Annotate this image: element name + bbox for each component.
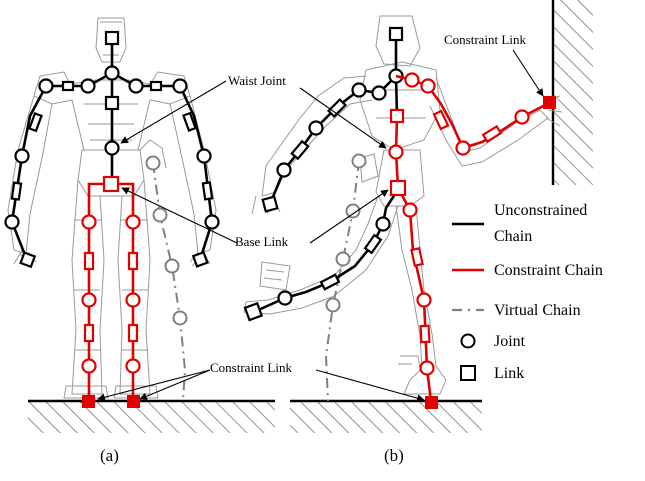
virtual-joint [345,203,361,219]
annotations-b [299,49,544,402]
constraint-chain-a [81,175,141,408]
panel-b [243,0,593,433]
constraint-joint [404,72,420,88]
base-link-b [389,179,407,197]
legend-link-icon [460,365,476,381]
constraint-joint [514,109,530,125]
joint [371,85,387,101]
virtual-joint [164,258,180,274]
waist-joint-label: Waist Joint [228,73,286,88]
legend-joint-icon [460,333,476,349]
base-link-a [102,175,120,193]
link [290,139,310,161]
joint [276,162,292,178]
constraint-link-segment [127,323,139,343]
constraint-joint [388,144,404,160]
constraint-joint [416,292,432,308]
link [388,26,404,42]
constraint-link-foot [82,395,95,408]
wall-b [551,0,593,185]
link [243,301,264,322]
constraint-link-segment [419,324,431,344]
constraint-joint [125,214,141,230]
joint [351,82,367,98]
constraint-link-segment [83,323,95,343]
unconstrained-chain-b [243,26,404,322]
link [19,251,37,269]
virtual-chain-a [145,155,188,402]
joint [104,140,120,156]
legend-joint-label: Joint [494,333,526,350]
constraint-joint [419,360,435,376]
constraint-link-foot [127,395,140,408]
virtual-joint [172,310,188,326]
joint [80,78,96,94]
joint [308,120,324,136]
joint [375,216,391,232]
virtual-joint [351,153,367,169]
link [261,195,279,213]
constraint-link-label-b: Constraint Link [444,32,526,47]
constraint-joint [81,214,97,230]
ground-b [290,399,482,433]
joint [172,78,188,94]
constraint-joint [125,358,141,374]
link [201,181,214,201]
link [28,112,43,133]
joint [204,214,220,230]
constraint-link-segment [481,124,503,144]
legend: Unconstrained Chain Constraint Chain Vir… [452,202,603,382]
constraint-joint [81,292,97,308]
panel-b-caption: (b) [384,446,404,465]
link [149,80,163,92]
legend-constraint-label: Constraint Chain [494,262,603,279]
legend-unconstrained-label-2: Chain [494,228,532,245]
constraint-link-segment [432,109,450,131]
constraint-joint [455,140,471,156]
constraint-link-label-a: Constraint Link [210,360,292,375]
joint [128,78,144,94]
link [61,80,75,92]
constraint-joint [81,358,97,374]
virtual-chain-b [324,153,367,402]
link [191,250,209,268]
joint [38,78,54,94]
panel-a [4,17,275,433]
constraint-link-segment [410,247,424,267]
virtual-joint [152,207,168,223]
link [104,95,120,111]
joint [104,65,120,81]
constraint-chain-b [388,72,556,409]
constraint-link-segment [127,251,139,271]
joint [277,290,293,306]
legend-link-label: Link [494,365,524,382]
constraint-link-segment [83,251,95,271]
constraint-link-foot [425,396,438,409]
joint [4,214,20,230]
constraint-link-hand [543,96,556,109]
constraint-joint [402,202,418,218]
ground-a [28,399,275,433]
virtual-joint [325,297,341,313]
legend-virtual-label: Virtual Chain [494,302,581,319]
annotations-a [97,80,238,401]
joint [14,148,30,164]
link [182,111,197,132]
panel-a-caption: (a) [100,446,119,465]
link [363,233,383,255]
link [104,30,120,46]
link [319,273,341,291]
link [10,181,23,201]
waist-link-b [389,108,405,124]
legend-unconstrained-label-1: Unconstrained [494,202,587,219]
link [326,97,348,119]
virtual-joint [335,251,351,267]
base-link-label: Base Link [235,234,289,249]
virtual-joint [145,155,161,171]
constraint-joint [420,78,436,94]
joint [196,148,212,164]
unconstrained-chain-a [4,30,220,269]
constraint-joint [125,292,141,308]
